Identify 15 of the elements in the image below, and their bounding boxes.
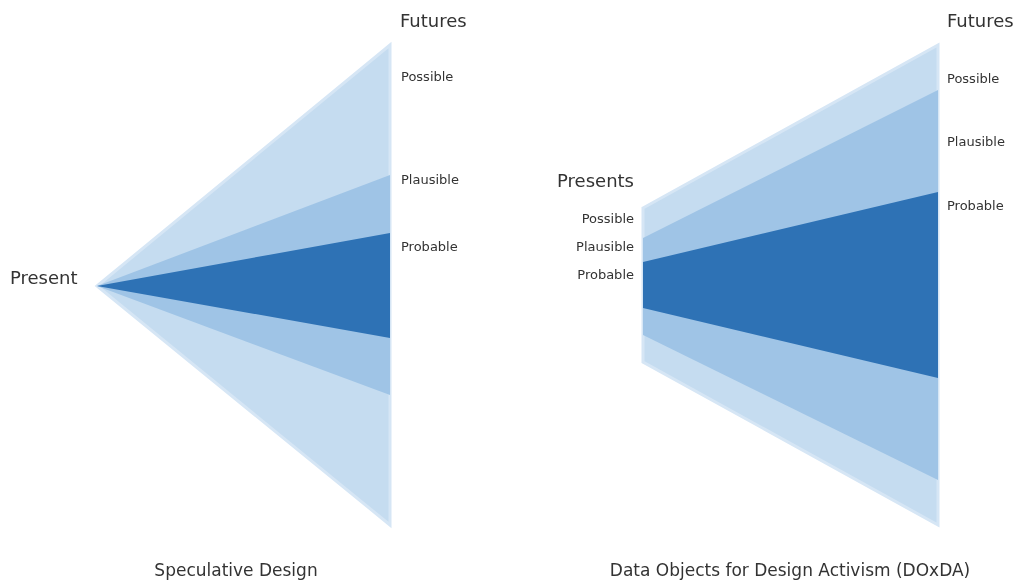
band-label: Plausible: [576, 240, 634, 253]
band-label: Plausible: [401, 173, 459, 186]
band-label: Probable: [947, 199, 1004, 212]
band-label: Possible: [401, 70, 454, 83]
band-label: Possible: [581, 212, 634, 225]
band-label: Plausible: [947, 135, 1005, 148]
band-label: Possible: [947, 72, 1000, 85]
heading: Futures: [400, 12, 467, 30]
heading: Futures: [947, 12, 1014, 30]
heading: Present: [10, 269, 78, 287]
caption: Data Objects for Design Activism (DOxDA): [609, 562, 971, 579]
band-label: Probable: [577, 268, 634, 281]
heading: Presents: [557, 172, 634, 190]
caption: Speculative Design: [154, 562, 318, 579]
band-label: Probable: [401, 240, 458, 253]
